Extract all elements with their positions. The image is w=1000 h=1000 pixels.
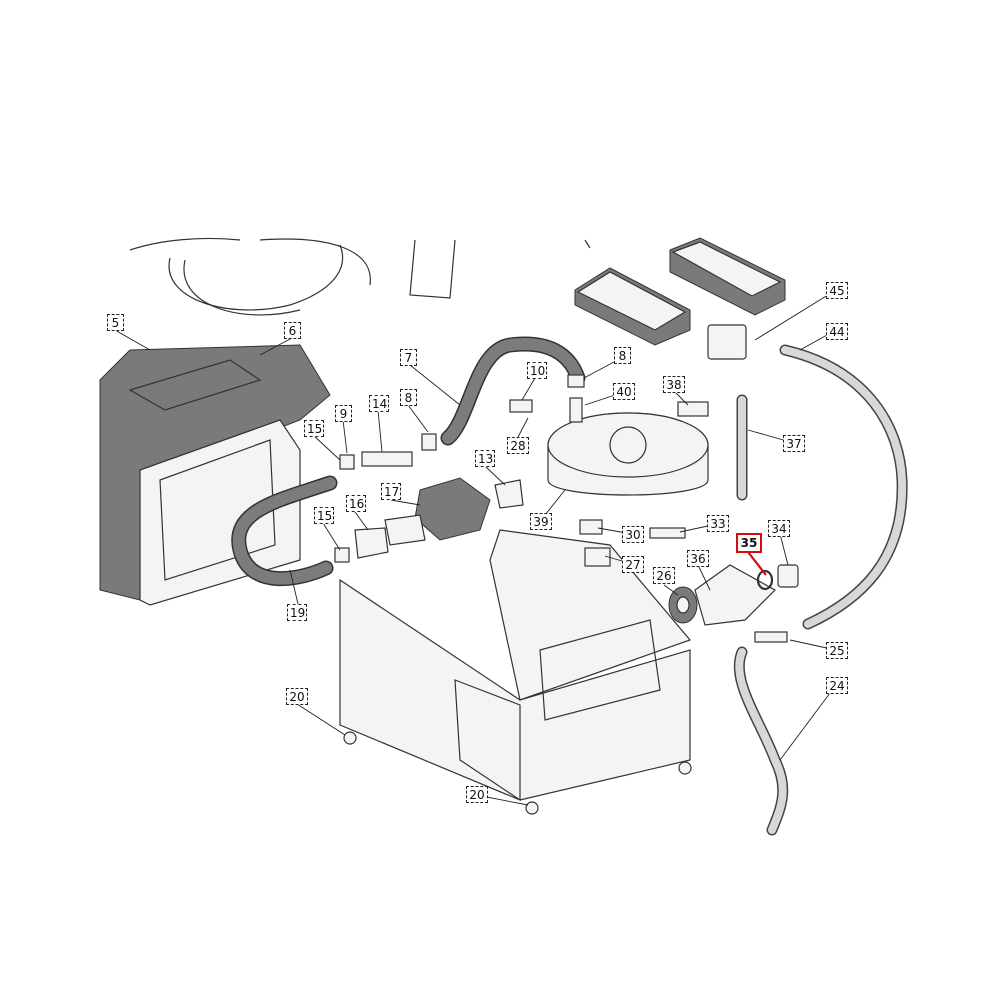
part-label-36: 36 bbox=[687, 550, 709, 567]
part-label-26: 26 bbox=[653, 567, 675, 584]
part-label-14: 14 bbox=[369, 395, 389, 412]
part-label-5: 5 bbox=[107, 314, 124, 331]
part-label-37: 37 bbox=[783, 435, 805, 452]
small-fittings bbox=[334, 324, 799, 643]
part-label-6: 6 bbox=[284, 322, 301, 339]
part-label-24: 24 bbox=[826, 677, 848, 694]
pump bbox=[384, 477, 491, 546]
part-label-8: 8 bbox=[400, 389, 417, 406]
part-label-44: 44 bbox=[826, 323, 848, 340]
part-label-25: 25 bbox=[826, 642, 848, 659]
part-label-8-top: 8 bbox=[614, 347, 631, 364]
machine-base bbox=[339, 529, 692, 815]
part-label-19: 19 bbox=[287, 604, 307, 621]
part-label-20-left: 20 bbox=[286, 688, 308, 705]
part-label-15-top: 15 bbox=[304, 420, 324, 437]
part-label-45: 45 bbox=[826, 282, 848, 299]
part-label-40: 40 bbox=[613, 383, 635, 400]
part-label-15-bottom: 15 bbox=[314, 507, 334, 524]
part-label-7: 7 bbox=[400, 349, 417, 366]
part-label-13: 13 bbox=[475, 450, 495, 467]
power-cable-loops bbox=[129, 237, 591, 316]
part-label-16: 16 bbox=[346, 495, 366, 512]
part-label-39: 39 bbox=[530, 513, 552, 530]
mounting-bracket-right bbox=[669, 237, 786, 316]
part-label-27: 27 bbox=[622, 556, 644, 573]
part-label-10: 10 bbox=[527, 362, 547, 379]
boiler bbox=[547, 412, 709, 496]
part-label-38: 38 bbox=[663, 376, 685, 393]
part-label-35-highlighted[interactable]: 35 bbox=[736, 533, 762, 553]
part-label-33: 33 bbox=[707, 515, 729, 532]
part-label-17: 17 bbox=[381, 483, 401, 500]
part-label-9: 9 bbox=[335, 405, 352, 422]
side-housing-panel bbox=[99, 344, 331, 606]
part-label-28: 28 bbox=[507, 437, 529, 454]
mounting-bracket-left bbox=[574, 267, 691, 346]
part-label-30: 30 bbox=[622, 526, 644, 543]
hoses bbox=[231, 336, 908, 836]
part-label-20-bottom: 20 bbox=[466, 786, 488, 803]
part-label-34: 34 bbox=[768, 520, 790, 537]
